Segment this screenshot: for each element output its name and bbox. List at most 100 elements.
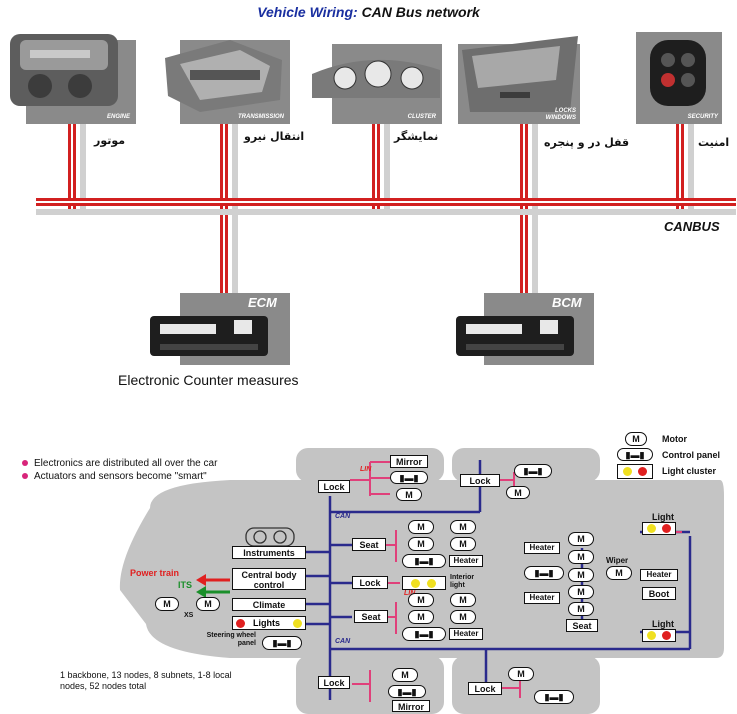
bullet-dot-icon [22,460,28,466]
engine-label-fa: موتور [94,134,125,147]
control-panel-icon: ▮▬▮ [402,554,446,568]
red-light-icon [638,467,647,476]
seat-box-front: Seat [352,538,386,551]
bullet-1: Electronics are distributed all over the… [22,458,217,469]
cluster-image [312,60,440,98]
light-label-top: Light [652,512,674,522]
motor-icon: M [408,537,434,551]
motor-icon: M [450,520,476,534]
lock-box-front-right: Lock [460,474,500,487]
light-label-bottom: Light [652,619,674,629]
motor-icon: M [155,597,179,611]
transmission-label-fa: انتقال نیرو [244,130,304,143]
yellow-light-icon [411,579,420,588]
lock-box-rear-right: Lock [468,682,502,695]
lock-box-interior: Lock [352,576,388,589]
canbus-label: CANBUS [664,219,720,234]
title-part-1: Vehicle Wiring: [257,4,357,20]
seat-box-right: Seat [566,619,598,632]
rear-light-cluster-bottom [642,629,676,642]
lights-box: Lights [232,616,306,630]
cluster-label-fa: نمایشگر [394,130,438,143]
heater-box-right-2: Heater [524,592,560,604]
engine-image [10,34,118,106]
red-light-icon [662,631,671,640]
motor-icon: M [568,602,594,616]
wiper-label: Wiper [606,556,628,565]
network-stats: 1 backbone, 13 nodes, 8 subnets, 1-8 loc… [60,670,260,692]
lock-box-front-left: Lock [318,480,350,493]
bullet-dot-icon [22,473,28,479]
control-panel-icon: ▮▬▮ [514,464,552,478]
red-light-icon [662,524,671,533]
interior-light-cluster [402,576,446,590]
mirror-box-bottom: Mirror [392,700,430,712]
legend-light-cluster-icon [617,464,653,479]
ecm-tag: ECM [248,295,277,310]
its-label: ITS [178,580,192,590]
lights-label: Lights [253,617,280,629]
motor-icon: M [396,488,422,501]
motor-icon: M [408,520,434,534]
heater-box-seat-rear: Heater [449,628,483,640]
xs-label: XS [184,612,193,619]
can-label-2: CAN [335,638,350,645]
motor-icon: M [568,550,594,564]
yellow-light-icon [293,619,302,628]
seat-box-rear: Seat [354,610,388,623]
legend-control-panel: Control panel [662,450,720,460]
heater-box-seat-front: Heater [449,555,483,567]
can-label-1: CAN [335,513,350,520]
steering-wheel-label: Steering wheel panel [206,632,256,648]
yellow-light-icon [647,524,656,533]
climate-box: Climate [232,598,306,611]
security-tag: SECURITY [660,114,718,120]
legend-control-panel-icon: ▮▬▮ [617,448,653,461]
locks-windows-tag: LOCKS WINDOWS [540,108,576,122]
cluster-tag: CLUSTER [360,114,436,120]
transmission-tag: TRANSMISSION [200,114,284,120]
legend-motor-symbol: M [625,432,647,446]
yellow-light-icon [427,579,436,588]
yellow-light-icon [647,631,656,640]
bullet-2: Actuators and sensors become "smart" [22,471,207,482]
legend-motor: Motor [662,434,687,444]
interior-light-label: Interior light [450,574,490,590]
motor-icon: M [450,593,476,607]
yellow-light-icon [623,467,632,476]
bullet-1-text: Electronics are distributed all over the… [34,458,217,469]
motor-icon: M [568,532,594,546]
central-body-control-box: Central body control [232,568,306,590]
lock-box-rear-left: Lock [318,676,350,689]
motor-icon: M [568,568,594,582]
motor-icon: M [508,667,534,681]
motor-icon: M [196,597,220,611]
heater-box-boot: Heater [640,569,678,581]
heater-box-right-1: Heater [524,542,560,554]
motor-icon: M [392,668,418,682]
diagram-title: Vehicle Wiring: CAN Bus network [0,4,737,20]
security-label-fa: امنیت [698,136,729,149]
instruments-gauge-icon [246,528,294,546]
module-drops [220,215,538,295]
red-light-icon [236,619,245,628]
canbus-network-graphic [0,0,737,400]
motor-icon: M [408,593,434,607]
lin-label-1: LIN [360,466,371,473]
control-panel-icon: ▮▬▮ [534,690,574,704]
motor-icon: M [408,610,434,624]
steering-control-panel-icon: ▮▬▮ [262,636,302,650]
engine-tag: ENGINE [60,114,130,120]
wiper-motor-icon: M [606,566,632,580]
instruments-box: Instruments [232,546,306,559]
boot-box: Boot [642,587,676,600]
motor-icon: M [450,610,476,624]
locks-label-fa: قفل در و پنجره [544,136,629,149]
control-panel-icon: ▮▬▮ [390,471,428,484]
motor-icon: M [568,585,594,599]
keyfob-image [650,40,706,106]
motor-icon: M [506,486,530,499]
rear-light-cluster-top [642,522,676,535]
mirror-box-top: Mirror [390,455,428,468]
